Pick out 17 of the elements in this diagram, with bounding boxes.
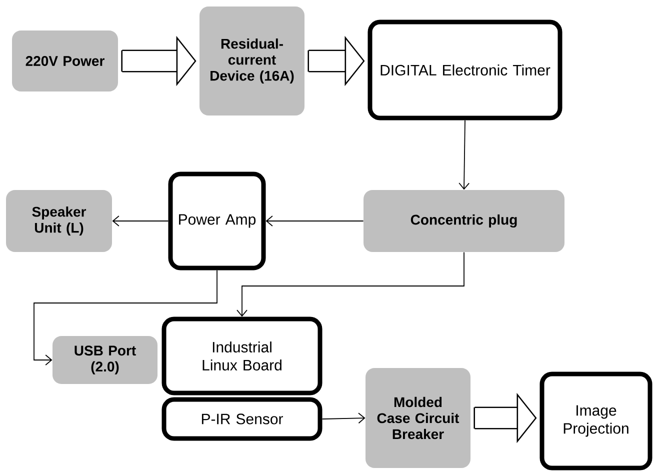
process-box: Residual-current Device (16A) (200, 6, 304, 116)
module-box: DIGITAL Electronic Timer (368, 20, 562, 120)
arrow (112, 216, 169, 226)
module-box: Power Amp (168, 172, 266, 270)
arrow (458, 120, 470, 190)
process-box: 220V Power (12, 30, 118, 92)
module-box: Industrial Linux Board (162, 316, 322, 396)
process-box: Speaker Unit (L) (6, 190, 112, 252)
process-box: Molded Case Circuit Breaker (366, 368, 470, 468)
arrow (322, 412, 366, 424)
module-box: P-IR Sensor (162, 397, 322, 441)
process-box: USB Port (2.0) (52, 336, 158, 384)
arrow (266, 216, 364, 226)
module-box: Image Projection (540, 372, 652, 470)
arrow (236, 252, 464, 317)
arrow (34, 270, 218, 366)
process-box: Concentric plug (364, 190, 564, 252)
